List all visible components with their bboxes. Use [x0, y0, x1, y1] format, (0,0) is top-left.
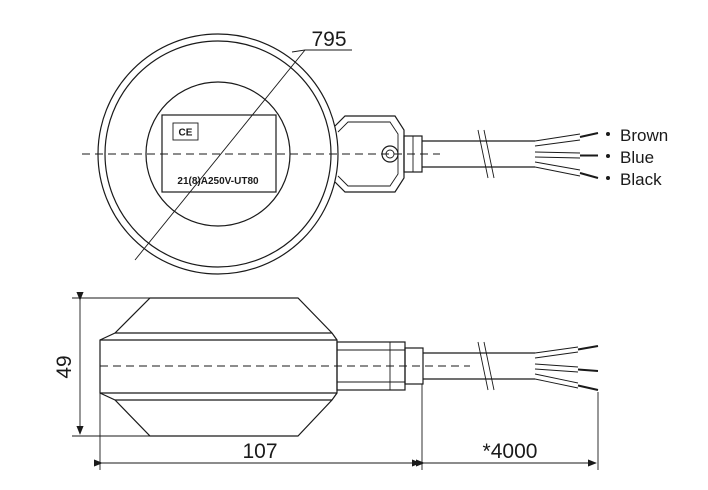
top-view: CE 21(8)A250V-UT80 795 Brown Blue Black [82, 28, 668, 275]
center-disc-circle [145, 81, 291, 227]
cable-break-line-2 [483, 129, 495, 179]
wire-black-tip [579, 172, 599, 179]
rating-text: 21(8)A250V-UT80 [177, 176, 259, 187]
side-wire-3 [534, 373, 579, 389]
side-cable-break-1 [477, 341, 489, 391]
diameter-label: 795 [311, 28, 346, 51]
length-label: 107 [242, 440, 277, 463]
wire-brown-tip [579, 132, 599, 138]
outer-rim-circle [97, 33, 339, 275]
side-wire-2 [534, 363, 579, 373]
side-body-outline [99, 297, 338, 437]
wire-label-blue: Blue [620, 148, 654, 167]
side-view: 49 107 *4000 [53, 291, 599, 470]
diameter-leader-line [134, 49, 306, 261]
diameter-label-underline [291, 49, 352, 53]
inner-rim-circle [104, 40, 332, 268]
wire-blue [534, 151, 581, 159]
side-wire-3-tip [577, 384, 599, 391]
ce-mark: CE [179, 128, 193, 139]
wire-label-brown: Brown [620, 126, 668, 145]
wire-black [534, 161, 581, 177]
wire-brown [534, 133, 581, 147]
side-cable-nut [404, 347, 424, 385]
cable-break-line-1 [477, 129, 489, 179]
side-wire-2-tip [577, 368, 599, 372]
label-plate [161, 114, 277, 193]
gland-screw-center [385, 149, 395, 159]
bullet-black [606, 176, 610, 180]
side-wire-1-tip [577, 345, 599, 351]
gland-screw [381, 145, 399, 163]
cable-length-label: *4000 [483, 440, 538, 463]
bullet-brown [606, 132, 610, 136]
ce-box [172, 122, 199, 141]
side-wire-1 [534, 346, 579, 359]
bullet-blue [606, 154, 610, 158]
wire-label-black: Black [620, 170, 662, 189]
height-label: 49 [53, 355, 76, 378]
side-cable-break-2 [483, 341, 495, 391]
